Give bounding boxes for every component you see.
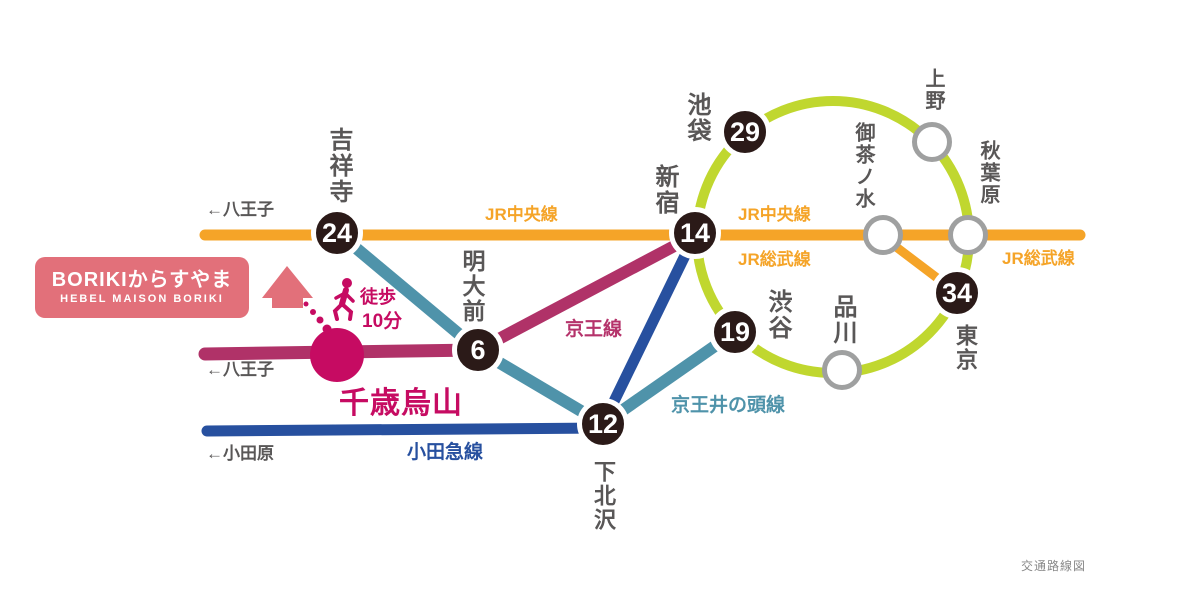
station-label-shinagawa: 品川	[829, 294, 856, 346]
direction-label-odawara: ←小田原	[206, 444, 274, 463]
walk-note-line2: 10分	[362, 311, 403, 332]
property-card: BORIKIからすやま HEBEL MAISON BORIKI	[35, 257, 249, 318]
direction-label-hachioji-keio: ←八王子	[206, 360, 274, 379]
line-label-jr-chuo-right: JR中央線	[738, 205, 811, 224]
station-label-shinjuku: 新宿	[651, 164, 678, 216]
minutes-badge-meidaimae: 6	[452, 324, 504, 376]
line-label-jr-sobu-right: JR総武線	[1002, 249, 1075, 268]
minutes-badge-ikebukuro: 29	[719, 106, 771, 158]
station-dot-ochanomizu	[863, 215, 903, 255]
property-name: BORIKIからすやま	[51, 269, 233, 291]
line-label-jr-sobu-mid: JR総武線	[738, 250, 811, 269]
line-label-odakyu: 小田急線	[407, 442, 484, 463]
station-label-chitose-karasuyama: 千歳烏山	[339, 387, 463, 420]
station-label-tokyo: 東京	[953, 324, 978, 372]
walk-note-line1: 徒歩	[360, 287, 396, 307]
station-dot-akihabara	[948, 215, 988, 255]
chitose-karasuyama-station-dot	[310, 328, 364, 382]
station-dot-shinagawa	[822, 350, 862, 390]
minutes-badge-kichijoji: 24	[311, 207, 363, 259]
property-subname: HEBEL MAISON BORIKI	[60, 293, 224, 305]
station-label-ikebukuro: 池袋	[683, 92, 710, 144]
odakyu-line-to-shinjuku	[598, 232, 700, 427]
station-label-shimokitazawa: 下北沢	[591, 460, 616, 532]
walking-person-icon	[332, 278, 355, 321]
station-label-shibuya: 渋谷	[764, 289, 791, 341]
keio-line-to-shinjuku	[475, 229, 698, 356]
station-label-kichijoji: 吉祥寺	[325, 127, 352, 205]
map-caption: 交通路線図	[1021, 559, 1087, 573]
minutes-badge-shinjuku: 14	[669, 207, 721, 259]
walk-dotted-path	[303, 301, 332, 334]
station-label-akihabara: 秋葉原	[977, 140, 999, 206]
minutes-badge-shibuya: 19	[709, 306, 761, 358]
station-label-ueno: 上野	[922, 68, 944, 112]
line-label-inokashira: 京王井の頭線	[671, 395, 786, 416]
direction-label-hachioji-chuo: ←八王子	[206, 200, 274, 219]
station-label-ochanomizu: 御茶ノ水	[852, 122, 874, 210]
line-label-jr-chuo-left: JR中央線	[485, 205, 558, 224]
keio-inokashira-line	[334, 228, 739, 430]
line-label-keio: 京王線	[565, 319, 623, 340]
station-dot-ueno	[912, 122, 952, 162]
station-label-meidaimae: 明大前	[459, 249, 485, 324]
minutes-badge-shimokitazawa: 12	[577, 398, 629, 450]
odakyu-line	[201, 422, 612, 437]
up-arrow-icon	[262, 266, 313, 308]
minutes-badge-tokyo: 34	[931, 267, 983, 319]
